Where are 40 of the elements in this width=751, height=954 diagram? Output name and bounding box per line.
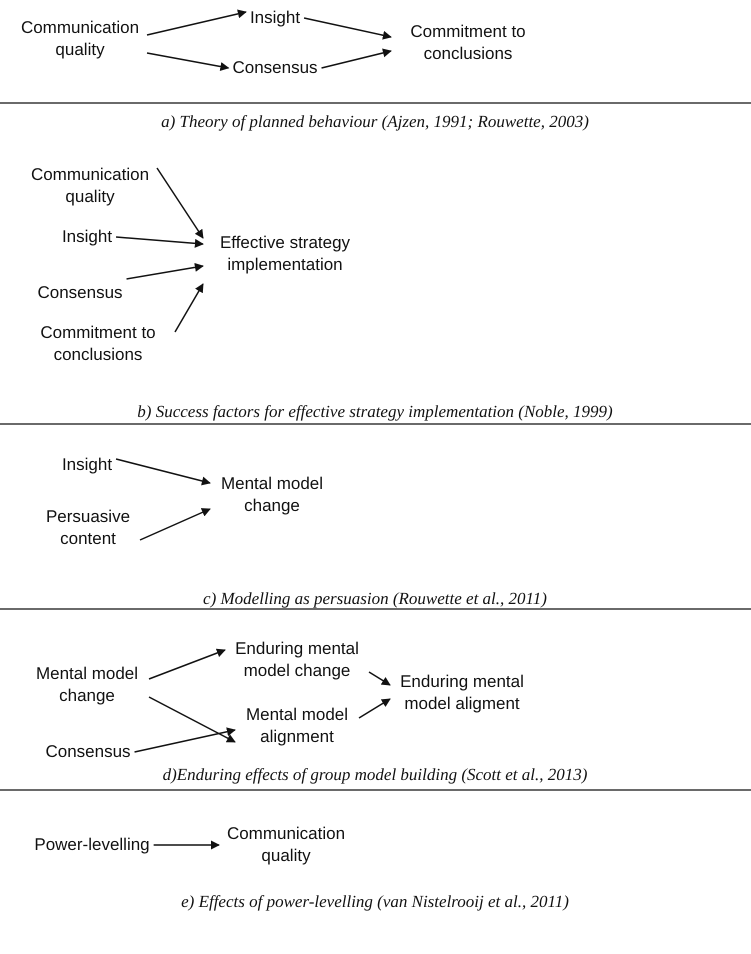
node-label: Consensus xyxy=(43,740,133,764)
arrow xyxy=(140,508,211,541)
node-label: Mental model change xyxy=(212,472,332,518)
arrow xyxy=(134,727,236,753)
node-label: Power-levelling xyxy=(32,833,152,857)
arrow xyxy=(116,458,211,486)
node-label: Mental model change xyxy=(27,662,147,708)
node-label: Insight xyxy=(60,453,114,477)
arrow xyxy=(358,698,391,719)
arrow xyxy=(146,52,230,71)
arrow xyxy=(156,168,204,239)
node-label: Communication quality xyxy=(221,822,351,868)
node-label: Persuasive content xyxy=(38,505,138,551)
caption: e) Effects of power-levelling (van Nistelrooij et al., 2011) xyxy=(181,892,569,912)
node-label: Communication quality xyxy=(25,163,155,209)
caption: b) Success factors for effective strategy implementation (Noble, 1999) xyxy=(137,402,613,422)
node-label: Consensus xyxy=(35,281,125,305)
caption: d)Enduring effects of group model building (Scott et al., 2013) xyxy=(162,765,588,785)
caption: c) Modelling as persuasion (Rouwette et al., 2011) xyxy=(203,589,547,609)
node-label: Insight xyxy=(248,6,302,30)
node-label: Enduring mental model aligment xyxy=(392,670,532,716)
arrow xyxy=(321,48,392,69)
node-label: Insight xyxy=(60,225,114,249)
caption: a) Theory of planned behaviour (Ajzen, 1991; Rouwette, 2003) xyxy=(161,112,589,132)
node-label: Communication quality xyxy=(15,16,145,62)
arrow xyxy=(368,671,391,686)
node-label: Consensus xyxy=(230,56,320,80)
node-label: Commitment to conclusions xyxy=(23,321,173,367)
node-label: Commitment to conclusions xyxy=(393,20,543,66)
node-label: Enduring mental model change xyxy=(227,637,367,683)
node-label: Mental model alignment xyxy=(237,703,357,749)
arrow xyxy=(126,262,204,280)
arrow xyxy=(148,696,236,743)
arrow xyxy=(304,17,392,40)
arrow xyxy=(116,236,204,248)
arrow xyxy=(174,283,204,332)
arrow xyxy=(148,648,226,680)
node-label: Effective strategy implementation xyxy=(205,231,365,277)
arrow xyxy=(154,840,220,850)
arrow xyxy=(146,9,247,36)
